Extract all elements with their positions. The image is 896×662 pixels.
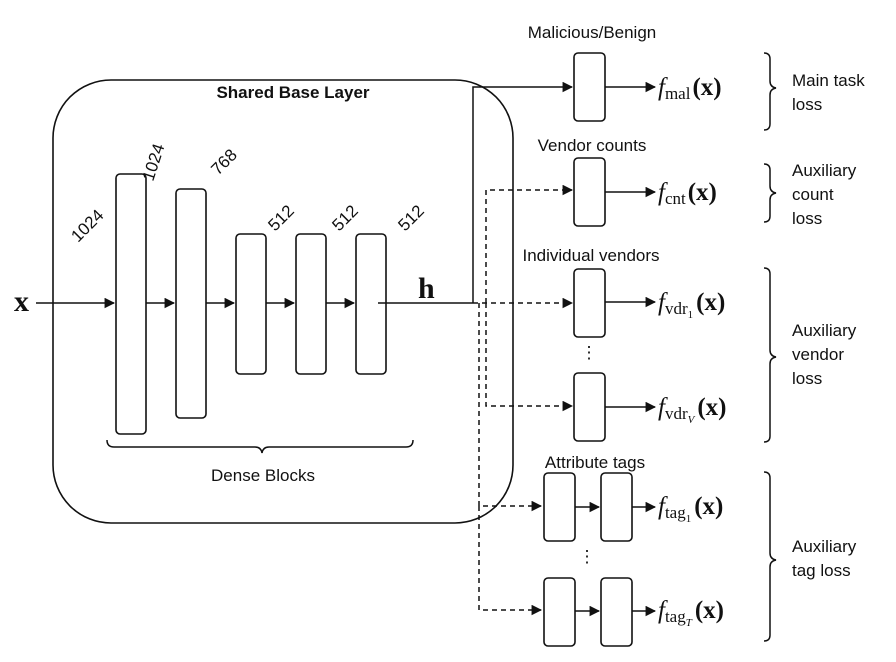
tag-head-fn-1: ftag1(x): [658, 493, 723, 525]
shared-base-layer-box: [52, 79, 514, 524]
malicious-head-block: [573, 52, 606, 122]
hidden-variable-h: h: [418, 272, 435, 305]
tag-head-fn-T: ftagT(x): [658, 597, 724, 629]
trunk-to-count: [485, 184, 574, 303]
shared-base-layer-title: Shared Base Layer: [216, 83, 369, 102]
trunk-to-vendorV: [485, 303, 574, 412]
vendor-head-block-1: [573, 268, 606, 338]
vendor-head-title: Individual vendors: [522, 246, 659, 265]
dense-blocks-brace: [106, 439, 414, 454]
trunk-to-malicious: [472, 81, 574, 303]
tag-head-block-1b: [600, 472, 633, 542]
tag-loss-brace: [763, 471, 777, 642]
dense-layer-4: [295, 233, 327, 375]
trunk-to-tagT: [478, 506, 543, 616]
tag-head-block-1a: [543, 472, 576, 542]
malicious-loss-brace: [763, 52, 777, 131]
tag-ellipsis: ⋮: [579, 547, 596, 566]
malicious-head-fn: fmal(x): [658, 74, 722, 103]
dense-blocks-label: Dense Blocks: [211, 466, 315, 485]
vendor-head-block-V: [573, 372, 606, 442]
vendor-head-fn-V: fvdrV(x): [658, 394, 727, 426]
dense-layer-3: [235, 233, 267, 375]
vendor-loss-brace: [763, 267, 777, 443]
count-head-block: [573, 157, 606, 227]
input-variable-x: x: [14, 285, 29, 318]
count-head-title: Vendor counts: [538, 136, 647, 155]
dense-layer-2: [175, 188, 207, 419]
count-head-fn: fcnt(x): [658, 179, 717, 208]
vendor-head-fn-1: fvdr1(x): [658, 289, 725, 321]
dense-layer-1: [115, 173, 147, 435]
tag-head-title: Attribute tags: [545, 453, 645, 472]
tag-head-block-Ta: [543, 577, 576, 647]
malicious-head-title: Malicious/Benign: [528, 23, 657, 42]
count-loss-brace: [763, 163, 777, 223]
vendor-ellipsis: ⋮: [581, 343, 598, 362]
dense-layer-5: [355, 233, 387, 375]
tag-head-block-Tb: [600, 577, 633, 647]
